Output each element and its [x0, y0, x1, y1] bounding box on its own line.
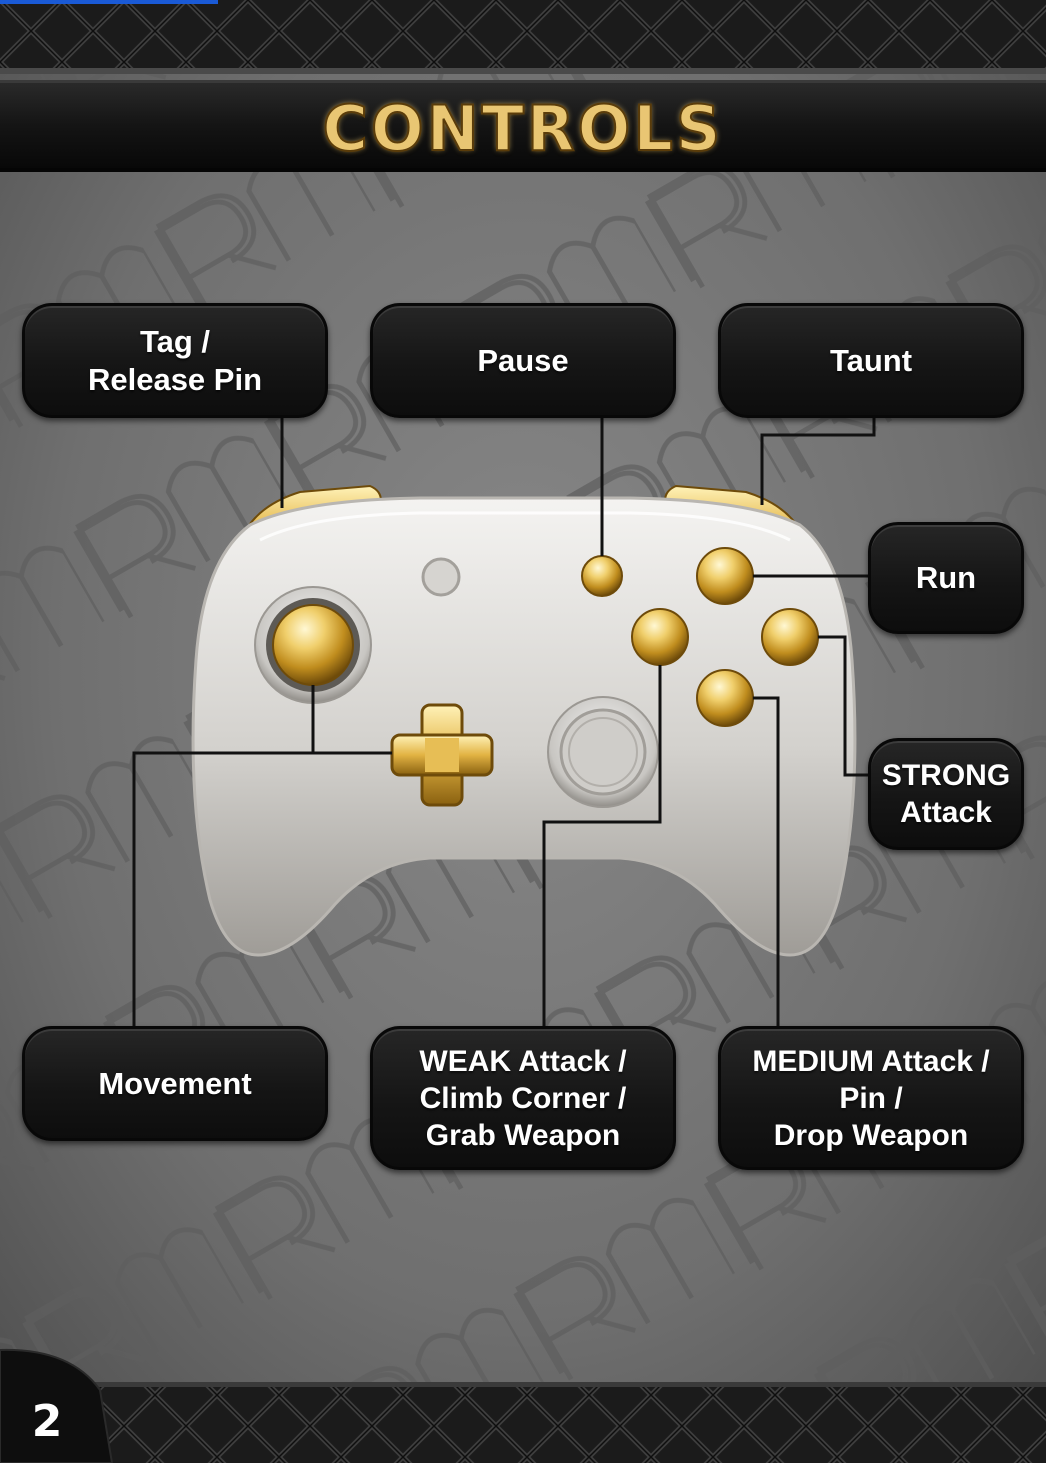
controller [191, 484, 857, 957]
callout-weak-attack: WEAK Attack / Climb Corner / Grab Weapon [370, 1026, 676, 1170]
callout-medium-attack-label: MEDIUM Attack / Pin / Drop Weapon [752, 1044, 990, 1152]
callout-run: Run [868, 522, 1024, 634]
face-button-right-icon [761, 608, 819, 666]
callout-taunt-label: Taunt [829, 342, 913, 378]
line-taunt [760, 418, 876, 505]
callout-movement: Movement [22, 1026, 328, 1141]
callout-run-label: Run [915, 560, 977, 595]
callout-pause: Pause [370, 303, 676, 418]
callout-tag-release-pin-label: Tag / Release Pin [87, 323, 263, 397]
left-stick-icon [254, 586, 372, 704]
face-button-top-icon [696, 547, 754, 605]
right-stick-icon [547, 696, 659, 808]
select-button-icon [421, 557, 461, 597]
callout-tag-release-pin: Tag / Release Pin [22, 303, 328, 418]
start-button-icon [581, 555, 623, 597]
line-weak-attack [542, 665, 662, 1028]
callout-pause-label: Pause [477, 342, 569, 378]
face-button-bottom-icon [696, 669, 754, 727]
callout-movement-label: Movement [98, 1065, 252, 1101]
callout-taunt: Taunt [718, 303, 1024, 418]
callout-strong-attack-label: STRONG Attack [881, 759, 1011, 829]
line-movement [132, 685, 315, 1028]
page-number: 2 [31, 1396, 63, 1447]
face-button-left-icon [631, 608, 689, 666]
line-strong-attack [818, 635, 870, 777]
leader-lines [132, 418, 876, 1028]
callout-weak-attack-label: WEAK Attack / Climb Corner / Grab Weapon [419, 1044, 627, 1152]
callout-medium-attack: MEDIUM Attack / Pin / Drop Weapon [718, 1026, 1024, 1170]
page-title: CONTROLS [322, 92, 724, 165]
line-medium-attack [753, 696, 780, 1028]
callout-strong-attack: STRONG Attack [868, 738, 1024, 850]
dpad-icon [390, 703, 494, 807]
